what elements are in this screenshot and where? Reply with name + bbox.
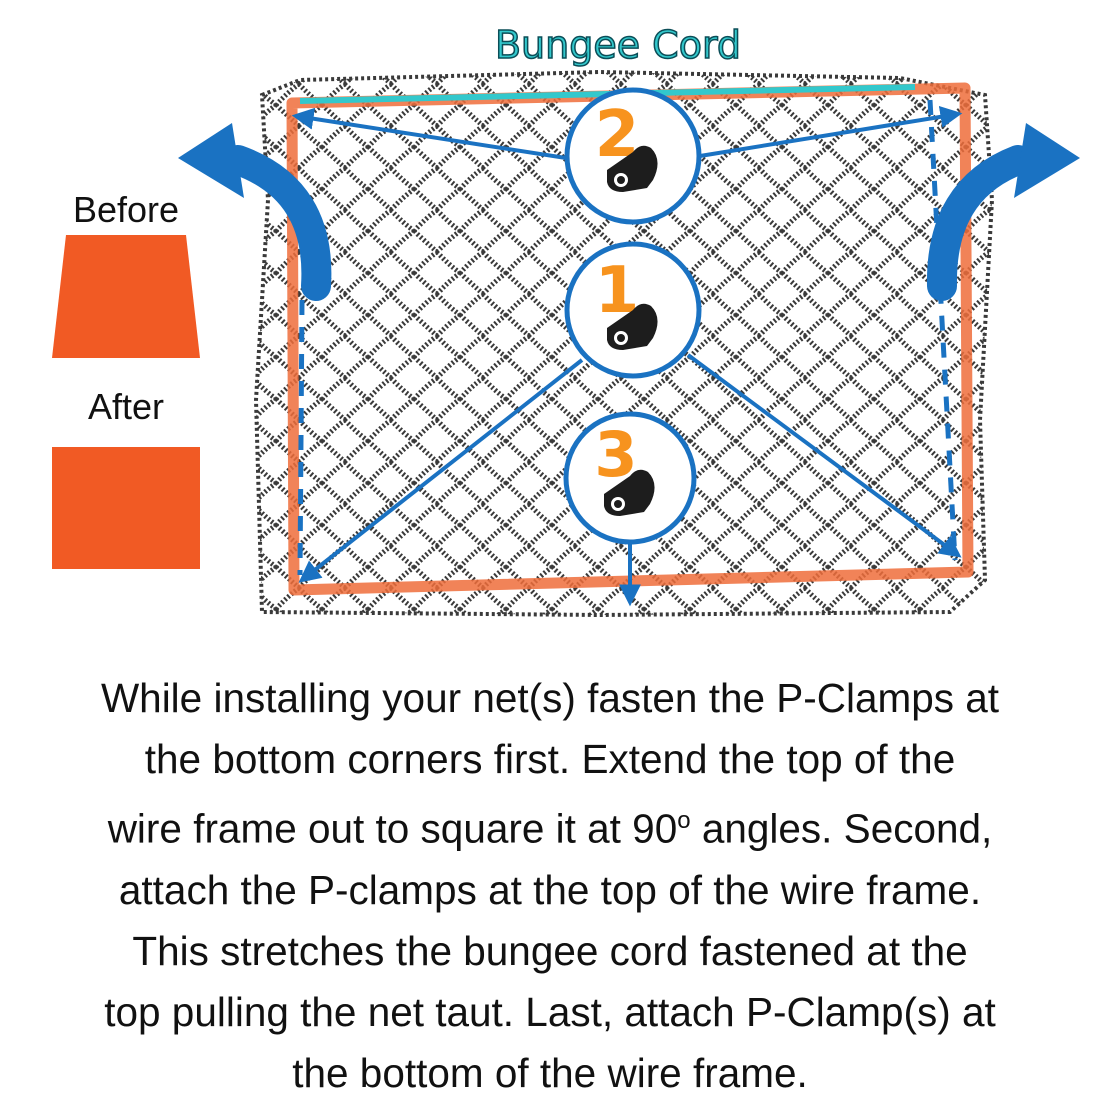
instructions-caption: While installing your net(s) fasten the …: [20, 668, 1080, 1104]
left-dashed-guide: [297, 299, 305, 576]
arrow-step1-bottom-left: [298, 358, 584, 583]
caption-line: wire frame out to square it at 90o angle…: [20, 790, 1080, 860]
caption-line-text: wire frame out to square it at 90: [107, 805, 678, 852]
p-clamp-icon: [607, 145, 658, 192]
right-dashed-guide: [927, 99, 958, 561]
p-clamp-icon: [607, 303, 658, 350]
after-label: After: [87, 386, 165, 427]
before-label: Before: [72, 189, 180, 230]
net-installation-diagram: Bungee Cord 2 1 3: [52, 22, 1080, 618]
degree-mark: o: [677, 807, 691, 834]
right-outward-arrowhead-icon: [1014, 123, 1080, 198]
before-trapezoid-shape: [52, 235, 200, 358]
caption-line-text: angles. Second,: [690, 805, 993, 852]
caption-line: attach the P-clamps at the top of the wi…: [118, 866, 982, 913]
step-3-badge: 3: [563, 411, 697, 545]
caption-line: the bottom of the wire frame.: [292, 1049, 808, 1096]
left-outward-arrow: [223, 145, 332, 301]
bungee-cord-label: Bungee Cord: [495, 23, 741, 67]
caption-line: While installing your net(s) fasten the …: [100, 675, 1000, 721]
arrow-step2-top-left: [291, 107, 567, 160]
arrow-step1-bottom-right: [686, 353, 962, 558]
caption-line: This stretches the bungee cord fastened …: [132, 927, 968, 974]
caption-line: the bottom corners first. Extend the top…: [144, 736, 956, 782]
caption-line: top pulling the net taut. Last, attach P…: [104, 988, 996, 1035]
step-2-badge: 2: [564, 87, 702, 225]
after-square-shape: [52, 447, 200, 569]
net-edge: [253, 69, 995, 618]
arrow-step2-top-right: [699, 105, 963, 158]
left-outward-arrowhead-icon: [178, 123, 244, 198]
step-1-badge: 1: [564, 241, 702, 379]
right-outward-arrow: [926, 145, 1033, 301]
p-clamp-icon: [604, 469, 655, 516]
